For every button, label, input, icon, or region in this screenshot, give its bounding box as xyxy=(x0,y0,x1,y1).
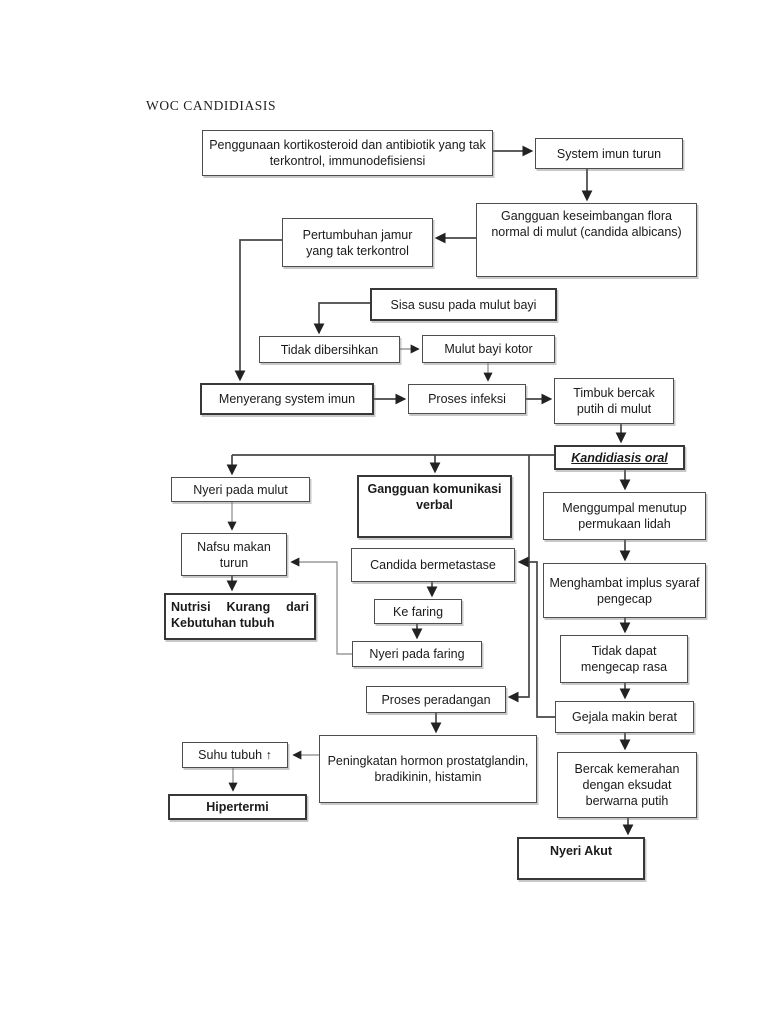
edge-sisa-susu-to-tidak-dibersihkan xyxy=(313,302,370,335)
node-hipertermi: Hipertermi xyxy=(168,794,307,820)
node-proses-infeksi: Proses infeksi xyxy=(408,384,526,414)
node-timbuk-bercak: Timbuk bercak putih di mulut xyxy=(554,378,674,424)
node-label-tidak-dibersihkan: Tidak dibersihkan xyxy=(280,342,379,357)
node-label-nafsu-makan-turun: Nafsu makan turun xyxy=(197,539,271,570)
node-kandidiasis-oral: Kandidiasis oral xyxy=(554,445,685,470)
edge-nyeri-faring-to-nafsu-makan xyxy=(290,557,352,655)
node-label-candida-bermetastase: Candida bermetastase xyxy=(370,558,496,572)
node-pertumbuhan-jamur: Pertumbuhan jamur yang tak terkontrol xyxy=(282,218,433,267)
node-label-menyerang-system-imun: Menyerang system imun xyxy=(218,392,356,406)
node-label-gangguan-komunikasi-verbal: Gangguan komunikasi verbal xyxy=(367,482,502,512)
node-label-ke-faring: Ke faring xyxy=(392,604,444,619)
node-label-nyeri-pada-mulut: Nyeri pada mulut xyxy=(193,482,288,497)
edge-gejala-to-candida xyxy=(517,556,555,718)
node-label-gejala-makin-berat: Gejala makin berat xyxy=(572,710,677,724)
node-candida-bermetastase: Candida bermetastase xyxy=(351,548,515,582)
node-nafsu-makan-turun: Nafsu makan turun xyxy=(181,533,287,576)
node-gejala-makin-berat: Gejala makin berat xyxy=(555,701,694,733)
node-label-mulut-bayi-kotor: Mulut bayi kotor xyxy=(444,342,533,356)
node-label-menghambat-implus: Menghambat implus syaraf pengecap xyxy=(549,575,700,606)
node-peningkatan-hormon: Peningkatan hormon prostatglandin, bradi… xyxy=(319,735,537,803)
node-label-penggunaan-kortikosteroid: Penggunaan kortikosteroid dan antibiotik… xyxy=(209,138,486,168)
node-label-proses-peradangan: Proses peradangan xyxy=(381,692,491,707)
node-tidak-dibersihkan: Tidak dibersihkan xyxy=(259,336,400,363)
node-label-nyeri-pada-faring: Nyeri pada faring xyxy=(369,647,465,661)
node-label-proses-infeksi: Proses infeksi xyxy=(428,392,506,406)
node-label-sisa-susu: Sisa susu pada mulut bayi xyxy=(390,297,537,312)
page-title: WOC CANDIDIASIS xyxy=(146,98,277,113)
node-ke-faring: Ke faring xyxy=(374,599,462,624)
node-menyerang-system-imun: Menyerang system imun xyxy=(200,383,374,415)
node-label-menggumpal-menutup: Menggumpal menutup permukaan lidah xyxy=(562,501,687,531)
node-label-tidak-dapat-mengecap: Tidak dapat mengecap rasa xyxy=(580,644,668,674)
node-label-hipertermi: Hipertermi xyxy=(206,800,269,814)
node-label-system-imun-turun: System imun turun xyxy=(556,146,662,161)
node-gangguan-flora: Gangguan keseimbangan flora normal di mu… xyxy=(476,203,697,277)
node-label-suhu-tubuh: Suhu tubuh ↑ xyxy=(198,748,272,762)
edge-pertumbuhan-to-menyerang xyxy=(234,239,282,382)
node-gangguan-komunikasi-verbal: Gangguan komunikasi verbal xyxy=(357,475,512,538)
node-penggunaan-kortikosteroid: Penggunaan kortikosteroid dan antibiotik… xyxy=(202,130,493,176)
node-mulut-bayi-kotor: Mulut bayi kotor xyxy=(422,335,555,363)
node-sisa-susu: Sisa susu pada mulut bayi xyxy=(370,288,557,321)
node-label-bercak-kemerahan: Bercak kemerahan dengan eksudat berwarna… xyxy=(574,762,680,808)
node-label-peningkatan-hormon: Peningkatan hormon prostatglandin, bradi… xyxy=(327,754,529,784)
node-nyeri-pada-faring: Nyeri pada faring xyxy=(352,641,482,667)
node-label-pertumbuhan-jamur: Pertumbuhan jamur yang tak terkontrol xyxy=(302,227,413,258)
node-label-nyeri-akut: Nyeri Akut xyxy=(549,844,613,858)
node-nyeri-pada-mulut: Nyeri pada mulut xyxy=(171,477,310,502)
node-menghambat-implus: Menghambat implus syaraf pengecap xyxy=(543,563,706,618)
node-nyeri-akut: Nyeri Akut xyxy=(517,837,645,880)
node-label-nutrisi-kurang: Nutrisi Kurang dari Kebutuhan tubuh xyxy=(171,600,309,630)
node-label-kandidiasis-oral: Kandidiasis oral xyxy=(571,450,668,465)
node-nutrisi-kurang: Nutrisi Kurang dari Kebutuhan tubuh xyxy=(164,593,316,640)
node-proses-peradangan: Proses peradangan xyxy=(366,686,506,713)
node-label-gangguan-flora: Gangguan keseimbangan flora normal di mu… xyxy=(491,209,682,239)
node-menggumpal-menutup: Menggumpal menutup permukaan lidah xyxy=(543,492,706,540)
edge-rail-to-proses-peradangan xyxy=(507,455,530,703)
node-tidak-dapat-mengecap: Tidak dapat mengecap rasa xyxy=(560,635,688,683)
node-system-imun-turun: System imun turun xyxy=(535,138,683,169)
node-bercak-kemerahan: Bercak kemerahan dengan eksudat berwarna… xyxy=(557,752,697,818)
node-suhu-tubuh: Suhu tubuh ↑ xyxy=(182,742,288,768)
node-label-timbuk-bercak: Timbuk bercak putih di mulut xyxy=(573,386,655,416)
